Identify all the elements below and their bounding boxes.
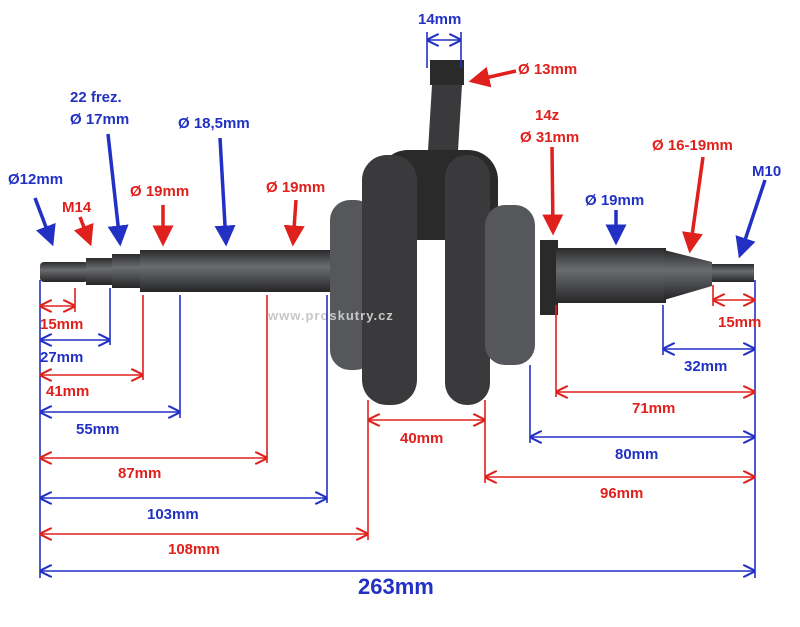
right-web <box>445 155 490 405</box>
dim-label-87: 87mm <box>118 465 161 482</box>
dim-label-103: 103mm <box>147 506 199 523</box>
arrow-d13 <box>468 66 517 88</box>
dim-label-41: 41mm <box>46 383 89 400</box>
callout-d19-right: Ø 19mm <box>585 192 644 209</box>
arrow-m10 <box>735 179 767 259</box>
arrow-d185 <box>214 137 236 247</box>
dim-label-108: 108mm <box>168 541 220 558</box>
callout-gear-diameter: Ø 31mm <box>520 129 579 146</box>
callout-d13: Ø 13mm <box>518 61 577 78</box>
dim-label-55: 55mm <box>76 421 119 438</box>
arrow-d12 <box>33 197 56 247</box>
callout-gear-teeth: 14z <box>535 107 559 124</box>
gear-14z <box>540 240 558 315</box>
callout-d19-b: Ø 19mm <box>266 179 325 196</box>
extension-lines <box>39 32 756 578</box>
thread-m14 <box>86 258 116 285</box>
left-shaft <box>140 250 335 292</box>
callout-taper: Ø 16-19mm <box>652 137 733 154</box>
dim-label-15-right: 15mm <box>718 314 761 331</box>
watermark: www.proskutry.cz <box>267 308 394 323</box>
arrow-taper <box>682 156 705 254</box>
dim-label-15-left: 15mm <box>40 316 83 333</box>
callout-m10: M10 <box>752 163 781 180</box>
callout-d19-a: Ø 19mm <box>130 183 189 200</box>
callout-d185: Ø 18,5mm <box>178 115 250 132</box>
dim-label-80: 80mm <box>615 446 658 463</box>
taper <box>664 250 712 300</box>
dim-label-263: 263mm <box>358 574 434 599</box>
right-shaft <box>556 248 666 303</box>
dim-label-27: 27mm <box>40 349 83 366</box>
right-bearing <box>485 205 535 365</box>
callout-spline-count: 22 frez. <box>70 89 122 106</box>
crankshaft: www.proskutry.cz <box>40 60 754 405</box>
callout-d12: Ø12mm <box>8 171 63 188</box>
dim-label-71: 71mm <box>632 400 675 417</box>
spline <box>112 254 142 288</box>
left-shaft-end <box>40 262 88 282</box>
small-end <box>430 60 464 85</box>
arrow-spline <box>106 133 129 247</box>
arrow-d19-b <box>283 199 305 247</box>
dim-label-32: 32mm <box>684 358 727 375</box>
callout-spline-diameter: Ø 17mm <box>70 111 129 128</box>
arrow-m14 <box>73 216 94 247</box>
left-web <box>362 155 417 405</box>
thread-m10 <box>712 264 754 282</box>
callout-m14: M14 <box>62 199 92 216</box>
dim-label-40: 40mm <box>400 430 443 447</box>
dimension-lines <box>41 40 754 571</box>
arrow-gear <box>542 146 564 236</box>
dim-label-96: 96mm <box>600 485 643 502</box>
dim-label-14: 14mm <box>418 11 461 28</box>
